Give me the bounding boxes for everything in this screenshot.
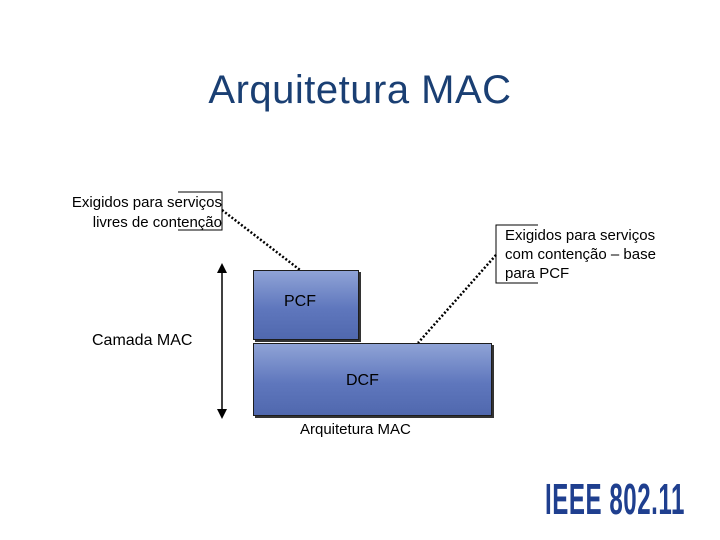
leader-left [221,209,301,271]
callout-right-bracket [495,224,538,284]
callout-left-bracket [178,191,223,231]
callout-right-line3: para PCF [505,265,570,282]
dcf-label: DCF [346,372,379,389]
callout-left-line2: livres de contenção [92,214,222,231]
pcf-label: PCF [284,293,316,310]
slide-title: Arquitetura MAC [208,68,512,112]
callout-right-line2: com contenção – base [505,246,656,263]
diagram-caption: Arquitetura MAC [300,421,411,438]
dcf-box: DCF [253,343,492,416]
layer-label: Camada MAC [92,332,193,349]
ieee-logo: IEEE 802.11 [545,475,685,520]
callout-left-line1: Exigidos para serviços [71,194,222,211]
leader-right [417,254,497,344]
ieee-logo-text: IEEE 802.11 [545,475,685,520]
pcf-box: PCF [253,270,359,340]
callout-contention-free: Exigidos para serviços livres de contenç… [40,193,222,233]
callout-contention: Exigidos para serviços com contenção – b… [505,226,705,283]
callout-right-line1: Exigidos para serviços [505,227,656,244]
